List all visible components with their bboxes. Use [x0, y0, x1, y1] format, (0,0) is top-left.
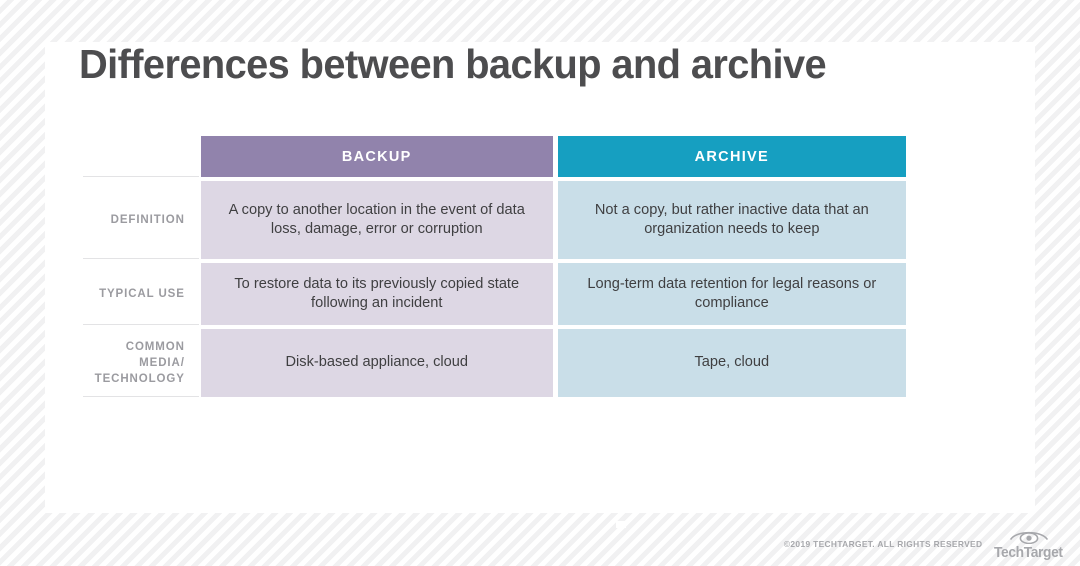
row-label-typical-use: TYPICAL USE	[83, 263, 199, 325]
column-header-backup: BACKUP	[200, 136, 553, 177]
cell-definition-archive: Not a copy, but rather inactive data tha…	[557, 181, 906, 259]
cell-definition-backup: A copy to another location in the event …	[200, 181, 553, 259]
table-row: DEFINITION A copy to another location in…	[83, 181, 906, 259]
cell-common-media-archive: Tape, cloud	[557, 329, 906, 397]
cell-typical-use-backup: To restore data to its previously copied…	[200, 263, 553, 325]
cell-common-media-backup: Disk-based appliance, cloud	[200, 329, 553, 397]
column-header-archive: ARCHIVE	[557, 136, 906, 177]
copyright-text: ©2019 TECHTARGET. ALL RIGHTS RESERVED	[783, 539, 983, 549]
row-label-definition: DEFINITION	[83, 181, 199, 259]
techtarget-wordmark: TechTarget	[994, 544, 1064, 561]
page-title: Differences between backup and archive	[79, 41, 827, 87]
table-row: TYPICAL USE To restore data to its previ…	[83, 263, 906, 325]
table-row: COMMON MEDIA/ TECHNOLOGY Disk-based appl…	[83, 329, 906, 397]
cell-typical-use-archive: Long-term data retention for legal reaso…	[557, 263, 906, 325]
row-label-common-media: COMMON MEDIA/ TECHNOLOGY	[83, 329, 199, 397]
techtarget-logo: TechTarget	[991, 528, 1066, 560]
footer-marker	[616, 521, 626, 528]
header-blank-corner	[83, 136, 199, 177]
footer: ©2019 TECHTARGET. ALL RIGHTS RESERVED Te…	[784, 528, 1066, 560]
eye-icon	[1009, 531, 1048, 544]
comparison-table: BACKUP ARCHIVE DEFINITION A copy to anot…	[83, 136, 906, 397]
table-header-row: BACKUP ARCHIVE	[83, 136, 906, 177]
